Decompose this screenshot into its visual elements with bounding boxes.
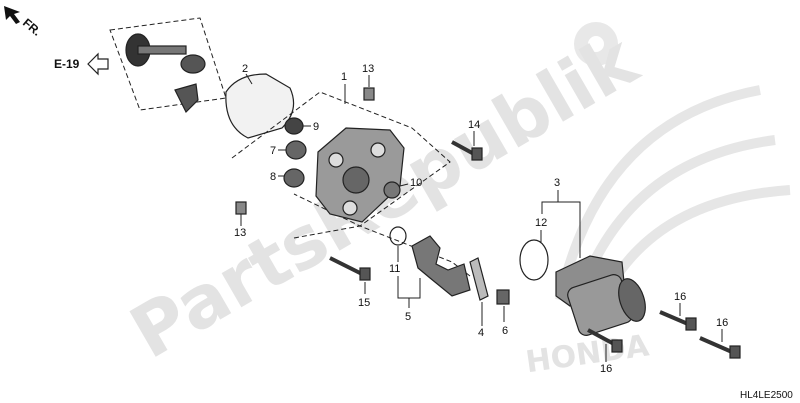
part-7-bearing	[285, 140, 307, 160]
part-8-bearing	[283, 168, 305, 188]
part-3-motor	[555, 255, 646, 336]
part-4-bracket	[469, 257, 489, 301]
label-part-12[interactable]: 12	[535, 217, 547, 229]
reference-callout: E-19	[54, 52, 109, 76]
label-part-13-top[interactable]: 13	[362, 63, 374, 75]
part-1-outline	[231, 91, 451, 227]
part-14-bolt	[451, 140, 483, 161]
label-part-16-b[interactable]: 16	[716, 317, 728, 329]
part-13-dowel-bottom	[235, 201, 247, 215]
honda-watermark: HONDA	[524, 328, 652, 380]
part-6-bolt	[496, 289, 510, 305]
gear-icon	[574, 22, 618, 66]
label-part-15[interactable]: 15	[358, 297, 370, 309]
part-10-seal	[383, 181, 401, 199]
part-16-bolt-c	[587, 328, 623, 353]
part-16-bolt-b	[699, 336, 741, 359]
label-part-4[interactable]: 4	[478, 327, 484, 339]
label-part-11[interactable]: 11	[389, 263, 400, 275]
label-part-5[interactable]: 5	[405, 311, 411, 323]
label-part-1[interactable]: 1	[341, 71, 347, 83]
label-part-16-c[interactable]: 16	[600, 363, 612, 375]
gear-group-outline	[109, 17, 227, 111]
label-part-6[interactable]: 6	[502, 325, 508, 337]
reference-arrow-icon	[87, 52, 109, 76]
part-9-seal	[284, 117, 304, 135]
label-part-9[interactable]: 9	[313, 121, 319, 133]
part-12-o-ring	[519, 239, 549, 281]
countershaft-gear	[125, 33, 206, 114]
direction-indicator: FR.	[4, 6, 44, 39]
part-15-bolt	[329, 256, 371, 281]
label-part-7[interactable]: 7	[270, 145, 276, 157]
label-part-13-bottom[interactable]: 13	[234, 227, 246, 239]
label-part-3[interactable]: 3	[554, 177, 560, 189]
part-16-bolt-a	[659, 310, 697, 331]
direction-label: FR.	[20, 16, 44, 39]
diagram-code: HL4LE2500	[740, 390, 793, 401]
reference-label[interactable]: E-19	[54, 57, 80, 71]
part-13-dowel-top	[363, 87, 375, 101]
part-5-sensor	[411, 235, 471, 297]
label-part-2[interactable]: 2	[242, 63, 248, 75]
label-part-10[interactable]: 10	[410, 177, 422, 189]
label-part-8[interactable]: 8	[270, 171, 276, 183]
part-11-o-ring	[389, 226, 407, 246]
label-part-14[interactable]: 14	[468, 119, 480, 131]
arrow-icon	[4, 6, 20, 24]
label-part-16-a[interactable]: 16	[674, 291, 686, 303]
part-2-cover-gasket	[225, 73, 295, 139]
